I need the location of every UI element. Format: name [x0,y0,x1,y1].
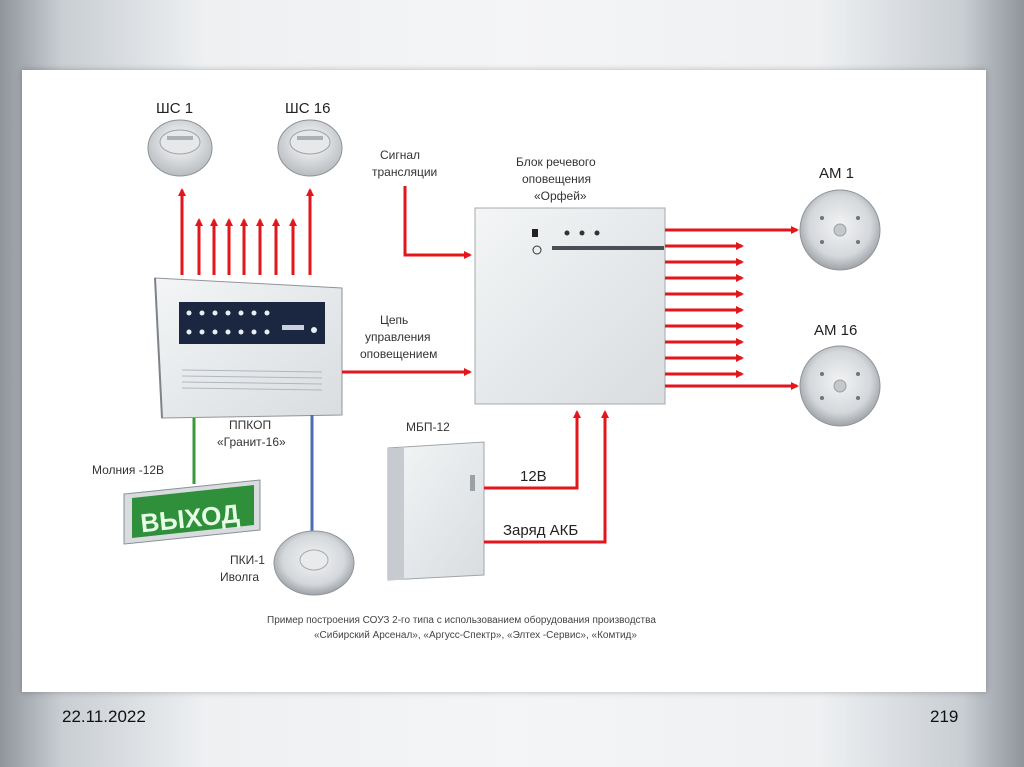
chain-label-2: управления [365,330,430,344]
signal-label-2: трансляции [372,165,437,179]
fire-alarm-diagram: ШС 1 ШС 16 ППКОП «Гранит-16» [92,100,881,641]
orfey-label-3: «Орфей» [534,189,587,203]
slide-canvas: ШС 1 ШС 16 ППКОП «Гранит-16» [22,70,986,692]
signal-label-1: Сигнал [380,148,420,162]
ppkop-panel [154,277,343,419]
speaker-am-16 [799,345,881,427]
detector-16-label: ШС 16 [285,100,330,117]
mbp-label: МБП-12 [406,420,450,434]
v12-label: 12В [520,468,547,485]
ppkop-label-1: ППКОП [229,418,271,432]
chain-label-3: оповещением [360,347,437,361]
orfey-label-1: Блок речевого [516,155,596,169]
caption-line-1: Пример построения СОУЗ 2-го типа с испол… [267,614,656,626]
slide-date: 22.11.2022 [62,707,146,726]
speaker-arrows [665,226,799,390]
siren-pki-1 [273,530,355,596]
am-16-label: АМ 16 [814,322,857,339]
pki-label-2: Иволга [220,570,259,584]
molnia-label: Молния -12В [92,463,164,477]
charge-arrow [484,410,609,544]
signal-arrow [403,186,472,259]
chain-label-1: Цепь [380,313,408,327]
exit-sign [123,479,261,545]
slide-page-number: 219 [930,707,959,726]
smoke-detector-1 [147,119,213,177]
mbp-12-unit [387,441,485,581]
smoke-detector-16 [277,119,343,177]
speaker-am-1 [799,189,881,271]
v12-arrow [484,410,581,490]
pki-label-1: ПКИ-1 [230,553,265,567]
caption-line-2: «Сибирский Арсенал», «Аргусс-Спектр», «Э… [314,629,637,641]
charge-label: Заряд АКБ [503,522,578,539]
am-1-label: АМ 1 [819,165,854,182]
loop-arrows-up [178,188,314,275]
orfey-label-2: оповещения [522,172,591,186]
orfey-unit [474,207,666,405]
detector-1-label: ШС 1 [156,100,193,117]
ppkop-label-2: «Гранит-16» [217,435,286,449]
